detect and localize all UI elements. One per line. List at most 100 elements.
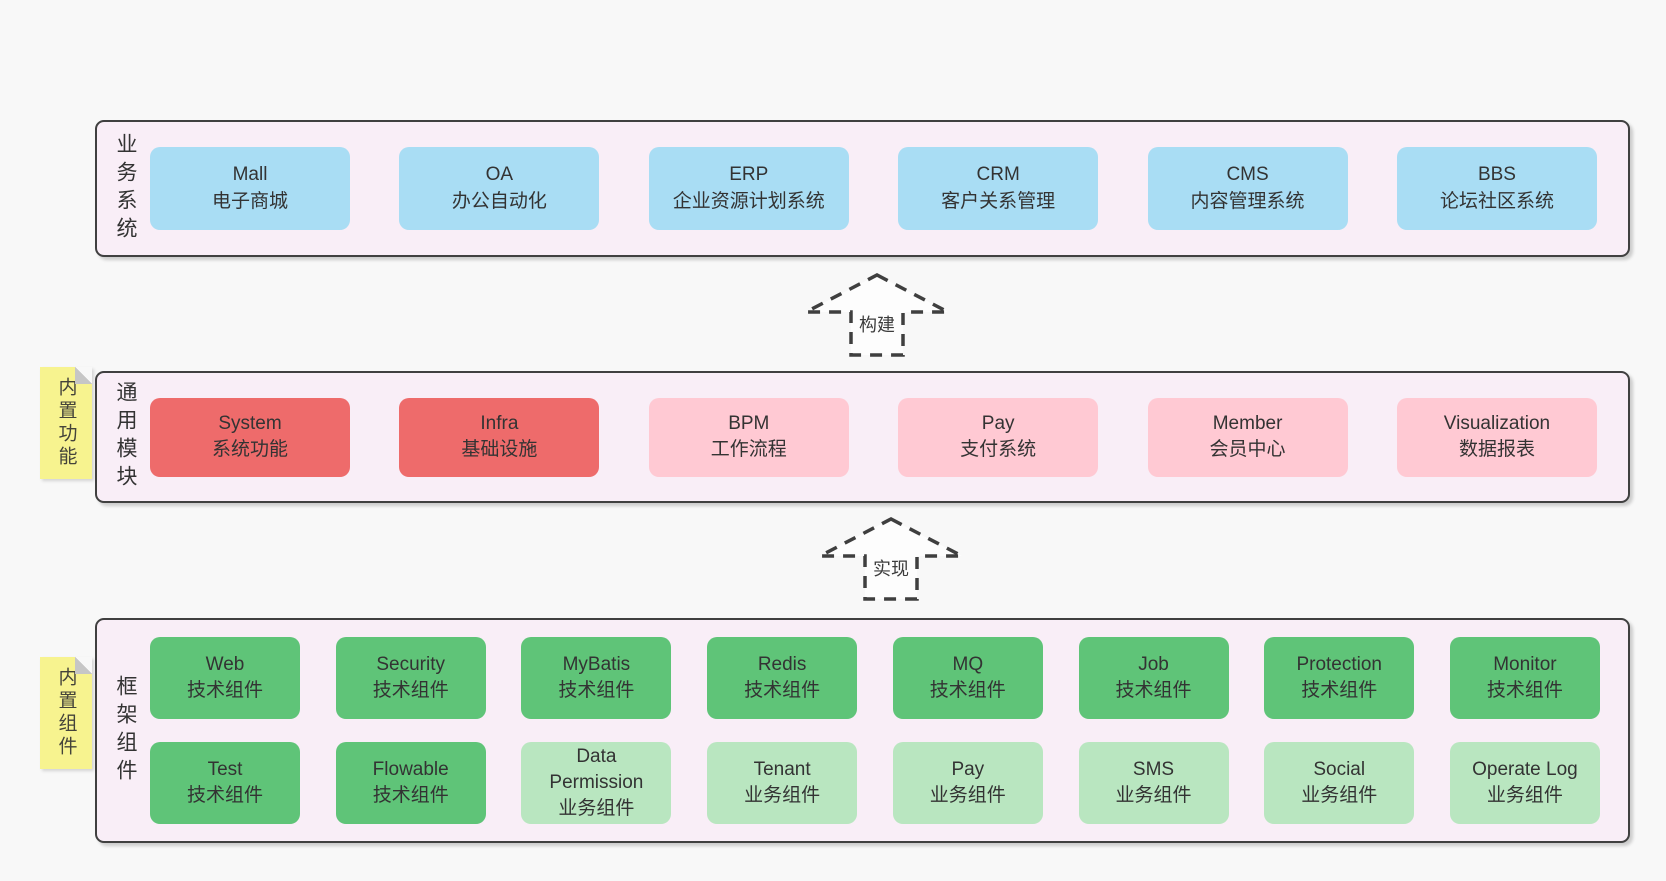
box-system: System 系统功能 — [150, 397, 350, 477]
box-subtitle: 技术组件 — [372, 680, 449, 701]
box-subtitle: 技术组件 — [186, 680, 263, 701]
component-boxes-grid: Web 技术组件 Security 技术组件 MyBatis 技术组件 Redi… — [140, 620, 1628, 841]
box-title: OA — [485, 164, 514, 186]
box-tenant: Tenant 业务组件 — [707, 742, 858, 824]
box-title: Security — [376, 653, 446, 675]
band-common-modules-label: 通用模块 — [114, 381, 137, 493]
box-subtitle: 业务组件 — [1301, 785, 1378, 806]
box-title: Data Permission — [549, 745, 644, 793]
sticky-label: 内置功能 — [55, 377, 77, 469]
box-subtitle: 支付系统 — [960, 439, 1037, 460]
sticky-label: 内置组件 — [55, 667, 77, 759]
box-mall: Mall 电子商城 — [150, 147, 350, 230]
box-subtitle: 技术组件 — [186, 785, 263, 806]
box-title: MyBatis — [562, 653, 631, 675]
box-title: Mall — [232, 164, 268, 186]
box-title: Redis — [757, 653, 807, 675]
band-framework-components-label: 框架组件 — [114, 674, 137, 787]
box-title: ERP — [729, 164, 769, 186]
band-business-systems: 业务系统 Mall 电子商城 OA 办公自动化 ERP 企业资源计划系统 CRM… — [95, 120, 1630, 257]
box-oa: OA 办公自动化 — [399, 147, 600, 230]
box-data-permission: Data Permission 业务组件 — [521, 742, 672, 824]
box-title: SMS — [1132, 758, 1175, 780]
box-title: Social — [1313, 758, 1366, 780]
box-title: Web — [205, 653, 245, 675]
box-subtitle: 业务组件 — [1115, 785, 1192, 806]
box-subtitle: 业务组件 — [558, 798, 635, 820]
box-title: Tenant — [753, 758, 811, 780]
box-social: Social 业务组件 — [1264, 742, 1415, 824]
arrow-up-icon — [805, 273, 949, 357]
box-subtitle: 技术组件 — [1115, 680, 1192, 701]
box-title: Visualization — [1443, 412, 1551, 434]
box-mybatis: MyBatis 技术组件 — [521, 637, 672, 719]
box-title: CRM — [976, 164, 1020, 186]
box-subtitle: 会员中心 — [1209, 439, 1286, 460]
box-subtitle: 技术组件 — [372, 785, 449, 806]
box-erp: ERP 企业资源计划系统 — [648, 147, 849, 230]
box-title: Test — [207, 758, 243, 780]
box-monitor: Monitor 技术组件 — [1449, 637, 1600, 719]
box-subtitle: 工作流程 — [710, 439, 787, 460]
box-title: Flowable — [372, 758, 449, 780]
box-pay-module: Pay 支付系统 — [898, 397, 1099, 477]
box-infra: Infra 基础设施 — [399, 397, 600, 477]
box-title: Operate Log — [1472, 758, 1578, 780]
arrow-build: 构建 — [804, 273, 950, 357]
box-subtitle: 论坛社区系统 — [1439, 190, 1554, 212]
box-subtitle: 数据报表 — [1458, 439, 1535, 460]
box-cms: CMS 内容管理系统 — [1147, 147, 1348, 230]
box-title: MQ — [952, 653, 984, 675]
arrow-implement-label: 实现 — [873, 559, 909, 579]
sticky-built-in-features: 内置功能 — [40, 367, 92, 479]
box-title: Infra — [480, 412, 519, 434]
box-title: Member — [1212, 412, 1283, 434]
arrow-build-label: 构建 — [859, 315, 895, 335]
box-title: Protection — [1296, 653, 1382, 675]
box-protection: Protection 技术组件 — [1264, 637, 1415, 719]
box-title: Pay — [981, 412, 1015, 434]
module-boxes-row: System 系统功能 Infra 基础设施 BPM 工作流程 Pay 支付系统… — [140, 373, 1628, 501]
band-business-systems-label: 业务系统 — [114, 132, 137, 245]
box-security: Security 技术组件 — [335, 637, 486, 719]
band-framework-components: 框架组件 Web 技术组件 Security 技术组件 MyBatis 技术组件… — [95, 618, 1630, 843]
sticky-built-in-components: 内置组件 — [40, 657, 92, 769]
box-subtitle: 电子商城 — [211, 190, 288, 212]
box-title: Job — [1138, 653, 1169, 675]
box-flowable: Flowable 技术组件 — [335, 742, 486, 824]
box-subtitle: 技术组件 — [1301, 680, 1378, 701]
box-crm: CRM 客户关系管理 — [898, 147, 1099, 230]
box-subtitle: 业务组件 — [929, 785, 1006, 806]
box-title: CMS — [1226, 164, 1269, 186]
box-title: Pay — [951, 758, 985, 780]
box-subtitle: 客户关系管理 — [941, 190, 1056, 212]
box-member: Member 会员中心 — [1147, 397, 1348, 477]
box-subtitle: 技术组件 — [929, 680, 1006, 701]
box-subtitle: 业务组件 — [744, 785, 821, 806]
box-subtitle: 办公自动化 — [451, 190, 547, 212]
box-bbs: BBS 论坛社区系统 — [1396, 147, 1597, 230]
box-title: Monitor — [1493, 653, 1557, 675]
box-subtitle: 企业资源计划系统 — [672, 190, 825, 212]
sticky-fold-corner — [75, 367, 92, 384]
sticky-fold-corner — [75, 657, 92, 674]
box-bpm: BPM 工作流程 — [648, 397, 849, 477]
box-subtitle: 基础设施 — [461, 439, 538, 460]
box-visualization: Visualization 数据报表 — [1396, 397, 1597, 477]
business-boxes-row: Mall 电子商城 OA 办公自动化 ERP 企业资源计划系统 CRM 客户关系… — [140, 122, 1628, 255]
arrow-implement: 实现 — [818, 517, 964, 601]
box-subtitle: 技术组件 — [1486, 680, 1563, 701]
box-title: BBS — [1477, 164, 1516, 186]
arrow-up-icon — [819, 517, 963, 601]
box-title: BPM — [728, 412, 770, 434]
box-pay-component: Pay 业务组件 — [892, 742, 1043, 824]
box-title: System — [218, 412, 282, 434]
box-sms: SMS 业务组件 — [1078, 742, 1229, 824]
box-test: Test 技术组件 — [150, 742, 300, 824]
box-subtitle: 内容管理系统 — [1190, 190, 1305, 212]
box-subtitle: 业务组件 — [1486, 785, 1563, 806]
band-common-modules: 通用模块 System 系统功能 Infra 基础设施 BPM 工作流程 Pay… — [95, 371, 1630, 503]
box-job: Job 技术组件 — [1078, 637, 1229, 719]
box-operate-log: Operate Log 业务组件 — [1449, 742, 1600, 824]
